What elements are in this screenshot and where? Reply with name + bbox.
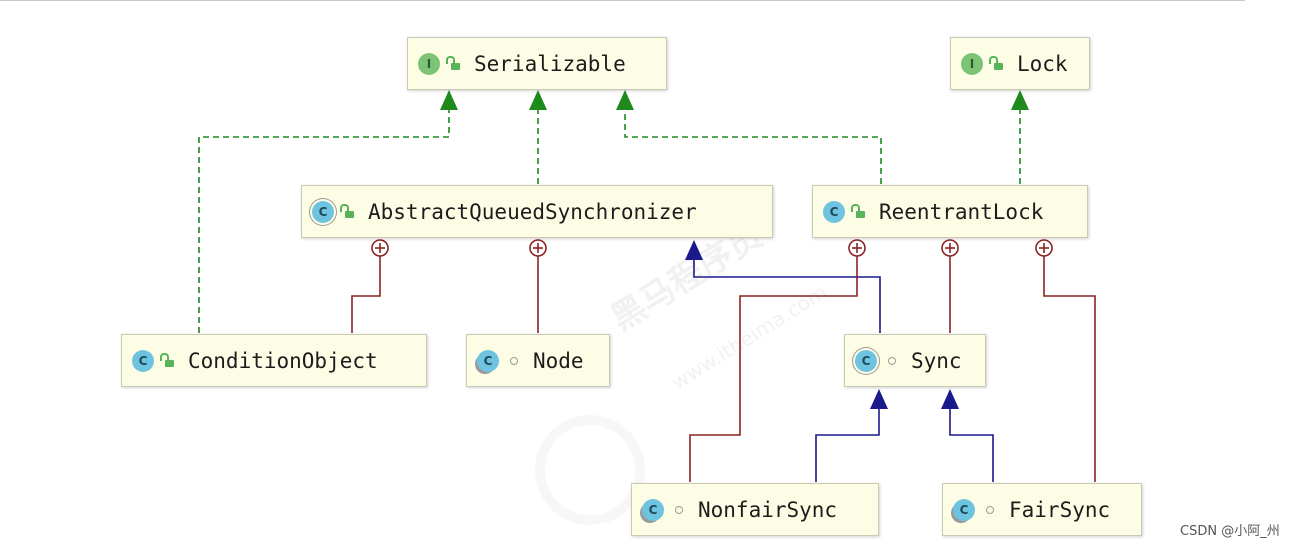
edge-reentrantlock-serializable — [624, 110, 882, 184]
public-lock-icon — [339, 204, 356, 218]
arrowhead-sync-2 — [941, 389, 959, 409]
inner-marker-reentrantlock-1 — [848, 239, 866, 257]
node-condition-object[interactable]: C ConditionObject — [121, 334, 427, 387]
node-node[interactable]: C Node — [466, 334, 610, 387]
edge-fairsync-sync — [949, 409, 994, 482]
abstract-static-class-icon: C — [855, 349, 877, 372]
node-lock[interactable]: I Lock — [950, 37, 1090, 90]
inner-marker-reentrantlock-2 — [941, 239, 959, 257]
node-label: Serializable — [474, 51, 626, 76]
node-label: NonfairSync — [698, 497, 838, 522]
package-private-icon — [507, 356, 521, 365]
node-label: FairSync — [1009, 497, 1111, 522]
node-label: ReentrantLock — [879, 199, 1044, 224]
edge-fairsync-reentrantlock-inner — [1043, 256, 1096, 482]
static-class-icon: C — [477, 349, 499, 372]
node-label: Sync — [911, 348, 962, 373]
inner-marker-aqs-1 — [371, 239, 389, 257]
node-fair-sync[interactable]: C FairSync — [942, 483, 1142, 536]
public-lock-icon — [445, 56, 462, 70]
node-reentrant-lock[interactable]: C ReentrantLock — [812, 185, 1088, 238]
public-lock-icon — [988, 56, 1005, 70]
package-private-icon — [983, 505, 997, 514]
inner-marker-reentrantlock-3 — [1035, 239, 1053, 257]
interface-icon: I — [418, 52, 440, 75]
static-class-icon: C — [642, 498, 664, 521]
arrowhead-serializable-2 — [529, 90, 547, 110]
package-private-icon — [885, 356, 899, 365]
edge-sync-aqs — [693, 260, 881, 333]
node-label: AbstractQueuedSynchronizer — [368, 199, 697, 224]
inner-marker-aqs-2 — [529, 239, 547, 257]
edge-nonfairsync-sync — [815, 409, 880, 482]
class-icon: C — [132, 349, 154, 372]
node-label: ConditionObject — [188, 348, 378, 373]
edge-conditionobject-aqs-inner — [351, 256, 381, 333]
interface-icon: I — [961, 52, 983, 75]
arrowhead-serializable-1 — [440, 90, 458, 110]
top-divider — [0, 0, 1245, 1]
abstract-class-icon: C — [312, 200, 334, 223]
node-label: Lock — [1017, 51, 1068, 76]
arrowhead-sync-1 — [870, 389, 888, 409]
edge-nonfairsync-reentrantlock-inner — [689, 256, 858, 482]
static-class-icon: C — [953, 498, 975, 521]
public-lock-icon — [850, 204, 867, 218]
credit-text: CSDN @小阿_州 — [1180, 524, 1280, 539]
node-abstract-queued-synchronizer[interactable]: C AbstractQueuedSynchronizer — [301, 185, 773, 238]
class-icon: C — [823, 200, 845, 223]
node-serializable[interactable]: I Serializable — [407, 37, 667, 90]
node-sync[interactable]: C Sync — [844, 334, 986, 387]
arrowhead-lock — [1011, 90, 1029, 110]
arrowhead-aqs — [685, 240, 703, 260]
edge-conditionobject-serializable — [198, 110, 450, 333]
node-nonfair-sync[interactable]: C NonfairSync — [631, 483, 879, 536]
public-lock-icon — [159, 353, 176, 367]
package-private-icon — [672, 505, 686, 514]
node-label: Node — [533, 348, 584, 373]
arrowhead-serializable-3 — [616, 90, 634, 110]
